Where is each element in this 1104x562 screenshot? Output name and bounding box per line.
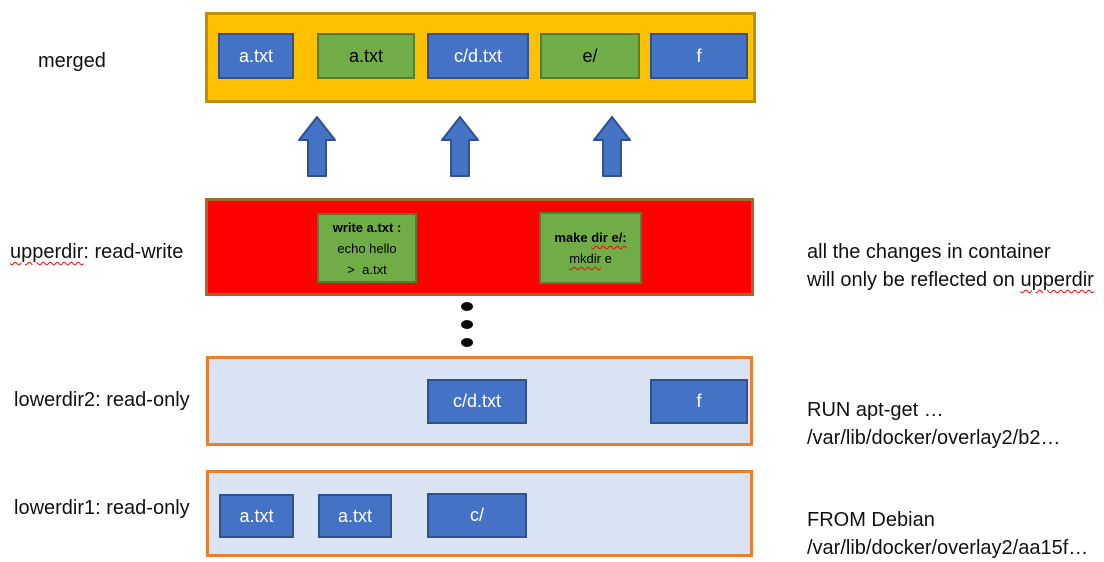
lowerdir1-file-a-txt-2: a.txt — [318, 494, 392, 538]
merged-file-f: f — [650, 33, 748, 79]
mkdir-command-title: make dir e/: — [554, 227, 626, 248]
upperdir-layer-box — [205, 198, 754, 296]
up-arrow-icon — [298, 116, 336, 177]
merged-layer-label: merged — [38, 50, 106, 72]
merged-file-a-txt-lower: a.txt — [218, 33, 294, 79]
mkdir-command-line: mkdir e — [569, 248, 612, 269]
upperdir-mkdir-command-box: make dir e/: mkdir e — [539, 212, 642, 284]
write-command-line2: > a.txt — [347, 261, 387, 277]
lowerdir2-file-c-d-txt: c/d.txt — [427, 379, 527, 424]
upperdir-note-line2: will only be reflected on upperdir — [807, 266, 1094, 294]
upperdir-note: all the changes in container will only b… — [807, 238, 1094, 294]
merged-dir-e: e/ — [540, 33, 640, 79]
lowerdir1-layer-label: lowerdir1: read-only — [14, 497, 190, 519]
lowerdir1-dir-c: c/ — [427, 493, 527, 538]
mkdir-command-line-wavy: mkdir — [569, 251, 601, 266]
up-arrow-icon — [441, 116, 479, 177]
mkdir-command-title-wavy: dir e/: — [591, 230, 627, 245]
mkdir-command-line-post: e — [600, 251, 612, 266]
lowerdir2-note: RUN apt-get … /var/lib/docker/overlay2/b… — [807, 396, 1060, 452]
upperdir-note-line2-pre: will only be reflected on — [807, 269, 1021, 291]
merged-file-c-d-txt: c/d.txt — [427, 33, 529, 79]
up-arrow-icon — [593, 116, 631, 177]
lowerdir1-file-a-txt-1: a.txt — [219, 494, 294, 538]
lowerdir2-note-line1: RUN apt-get … — [807, 399, 944, 421]
write-command-line1: echo hello — [337, 240, 397, 256]
lowerdir1-note: FROM Debian /var/lib/docker/overlay2/aa1… — [807, 506, 1088, 562]
lowerdir1-note-line2: /var/lib/docker/overlay2/aa15f… — [807, 537, 1089, 559]
lowerdir1-note-line1: FROM Debian — [807, 509, 935, 531]
lowerdir2-layer-label: lowerdir2: read-only — [14, 389, 190, 411]
merged-file-a-txt-upper: a.txt — [317, 33, 415, 79]
ellipsis-dot — [461, 320, 473, 329]
upperdir-layer-label-rest: : read-write — [83, 241, 184, 263]
mkdir-command-title-pre: make — [554, 230, 592, 245]
upperdir-write-command-box: write a.txt : echo hello > a.txt — [317, 213, 417, 283]
upperdir-layer-label-word: upperdir — [10, 241, 84, 263]
lowerdir2-file-f: f — [650, 379, 748, 424]
ellipsis-dot — [461, 338, 473, 347]
upperdir-note-line1: all the changes in container — [807, 241, 1051, 263]
ellipsis-dot — [461, 302, 473, 311]
upperdir-note-line2-wavy: upperdir — [1020, 269, 1094, 291]
upperdir-layer-label: upperdir: read-write — [10, 241, 183, 264]
write-command-title: write a.txt : — [332, 219, 402, 235]
lowerdir2-note-line2: /var/lib/docker/overlay2/b2… — [807, 427, 1061, 449]
